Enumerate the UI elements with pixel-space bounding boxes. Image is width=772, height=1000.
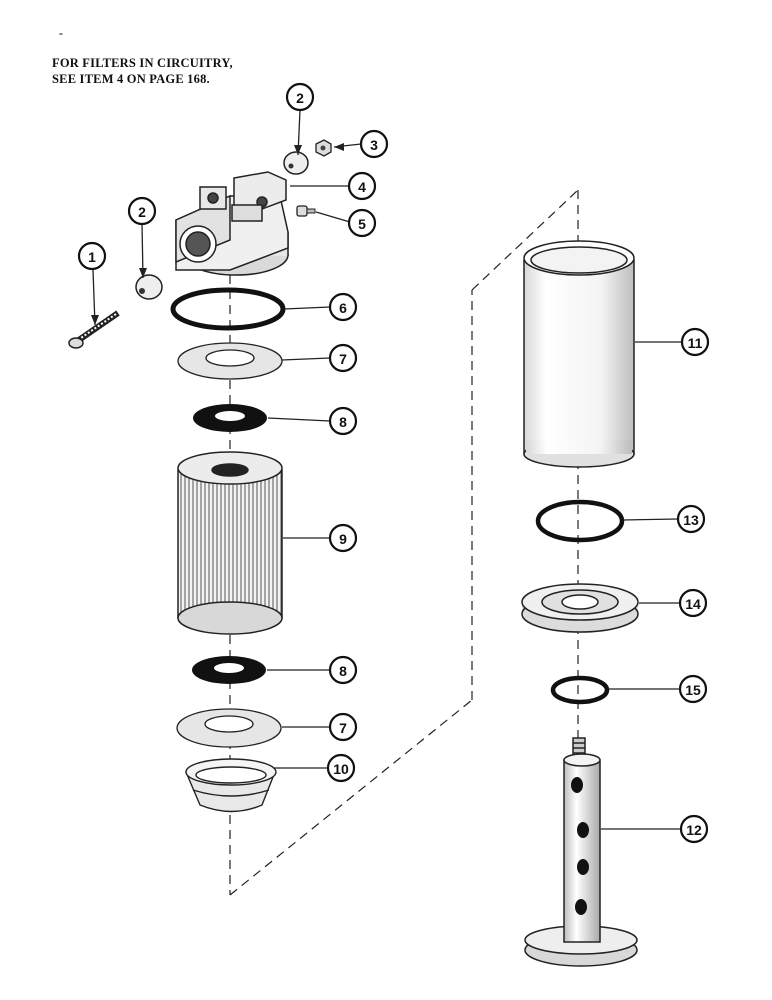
callout-label: 3 (370, 137, 378, 153)
o-ring-part (170, 287, 286, 331)
nut-part (315, 139, 332, 157)
callout-c10: 10 (326, 753, 356, 783)
callout-c8a: 8 (328, 406, 358, 436)
callout-circle (328, 712, 358, 742)
callout-circle (678, 674, 708, 704)
callout-label: 11 (688, 335, 703, 351)
callout-label: 2 (138, 204, 146, 220)
callout-label: 6 (339, 300, 347, 316)
callout-c2a: 2 (127, 196, 157, 226)
callout-label: 14 (685, 596, 701, 612)
callout-circle (680, 327, 710, 357)
gasket-top-part (193, 404, 267, 432)
callout-c4: 4 (347, 171, 377, 201)
callout-circle (328, 406, 358, 436)
callout-c8b: 8 (328, 655, 358, 685)
header-mark: - (59, 26, 63, 40)
callout-label: 8 (339, 414, 347, 430)
center-tube-part (524, 737, 638, 967)
callout-circle (326, 753, 356, 783)
gasket-bottom-part (192, 656, 266, 684)
callout-circle (328, 523, 358, 553)
callout-c5: 5 (347, 208, 377, 238)
callout-c2b: 2 (285, 82, 315, 112)
callout-circle (676, 504, 706, 534)
callout-c12: 12 (679, 814, 709, 844)
callout-circle (347, 171, 377, 201)
arrow-heads (91, 143, 344, 325)
callout-c6: 6 (328, 292, 358, 322)
leader-lines (92, 109, 682, 830)
callout-label: 1 (88, 249, 96, 265)
callout-label: 10 (333, 761, 349, 777)
callout-c7a: 7 (328, 343, 358, 373)
circuitry-note: FOR FILTERS IN CIRCUITRY, SEE ITEM 4 ON … (52, 55, 233, 87)
note-line-1: FOR FILTERS IN CIRCUITRY, (52, 56, 233, 70)
plug-top-part (283, 151, 309, 175)
callout-c13: 13 (676, 504, 706, 534)
callout-circle (328, 292, 358, 322)
o-ring-13-part (535, 499, 625, 543)
plug-left-part (135, 274, 163, 300)
cup-part (184, 758, 277, 813)
callout-c11: 11 (680, 327, 710, 357)
callout-label: 5 (358, 216, 366, 232)
callout-circle (679, 814, 709, 844)
washer-plate-top-part (177, 342, 283, 380)
callout-label: 9 (339, 531, 347, 547)
screw-part (296, 205, 316, 217)
callout-c1: 1 (77, 241, 107, 271)
callout-circle (328, 655, 358, 685)
callout-circle (347, 208, 377, 238)
callout-c14: 14 (678, 588, 708, 618)
callout-circle (285, 82, 315, 112)
bolt-part (68, 310, 120, 349)
callout-circle (359, 129, 389, 159)
callout-c7b: 7 (328, 712, 358, 742)
callout-label: 8 (339, 663, 347, 679)
callout-label: 7 (339, 720, 347, 736)
callout-label: 7 (339, 351, 347, 367)
o-ring-15-part (550, 675, 610, 705)
note-line-2: SEE ITEM 4 ON PAGE 168. (52, 72, 210, 86)
callout-label: 12 (686, 822, 702, 838)
callout-circle (77, 241, 107, 271)
callout-label: 4 (358, 179, 366, 195)
callout-circle (328, 343, 358, 373)
filter-element-part (177, 451, 283, 635)
callout-c15: 15 (678, 674, 708, 704)
callout-label: 2 (296, 90, 304, 106)
washer-plate-bottom-part (176, 708, 282, 748)
callout-c9: 9 (328, 523, 358, 553)
bowl-part (523, 240, 635, 468)
callout-label: 15 (685, 682, 701, 698)
filter-head-part (175, 171, 289, 276)
callout-circle (127, 196, 157, 226)
callout-circle (678, 588, 708, 618)
callout-label: 13 (683, 512, 699, 528)
callout-c3: 3 (359, 129, 389, 159)
base-flange-part (521, 583, 639, 633)
